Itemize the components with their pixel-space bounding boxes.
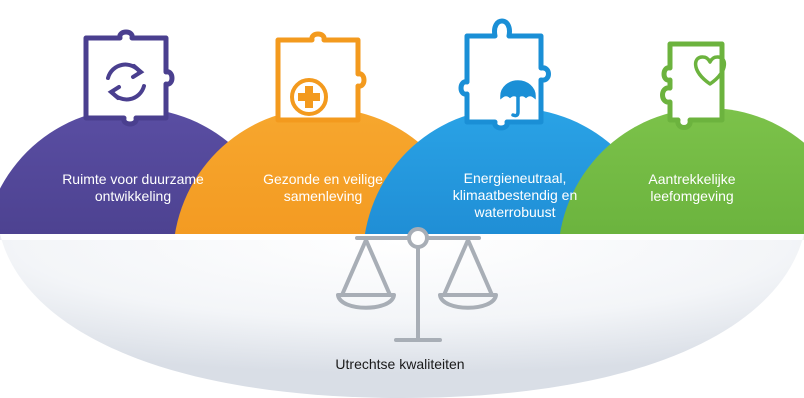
recycle-arrows-icon	[106, 62, 146, 102]
heart-icon	[693, 55, 727, 86]
foundation-label: Utrechtse kwaliteiten	[335, 356, 465, 372]
theme-label-energy-climate-water: Energieneutraal, klimaatbestendig en wat…	[430, 170, 600, 221]
theme-label-line: samenleving	[283, 188, 363, 204]
puzzle-piece-1	[83, 29, 175, 127]
plus-cross-icon	[290, 78, 328, 116]
umbrella-icon	[500, 80, 536, 118]
theme-label-line: Aantrekkelijke	[648, 171, 736, 187]
theme-label-sustainable-development: Ruimte voor duurzame ontwikkeling	[48, 171, 218, 205]
balance-scale-icon	[336, 227, 498, 342]
theme-label-line: waterrobuust	[474, 204, 556, 220]
theme-label-line: Ruimte voor duurzame	[62, 171, 204, 187]
dome-attractive-environment	[559, 108, 804, 240]
theme-label-line: ontwikkeling	[94, 188, 172, 204]
theme-label-line: klimaatbestendig en	[452, 187, 578, 203]
theme-label-attractive-environment: Aantrekkelijke leefomgeving	[622, 171, 762, 205]
theme-label-line: Gezonde en veilige	[263, 171, 383, 187]
theme-label-healthy-safe-society: Gezonde en veilige samenleving	[248, 171, 398, 205]
puzzle-piece-4	[660, 41, 725, 130]
foundation-bowl	[0, 234, 804, 398]
theme-label-line: leefomgeving	[650, 188, 734, 204]
theme-label-line: Energieneutraal,	[463, 170, 567, 186]
puzzle-piece-3	[458, 18, 551, 131]
